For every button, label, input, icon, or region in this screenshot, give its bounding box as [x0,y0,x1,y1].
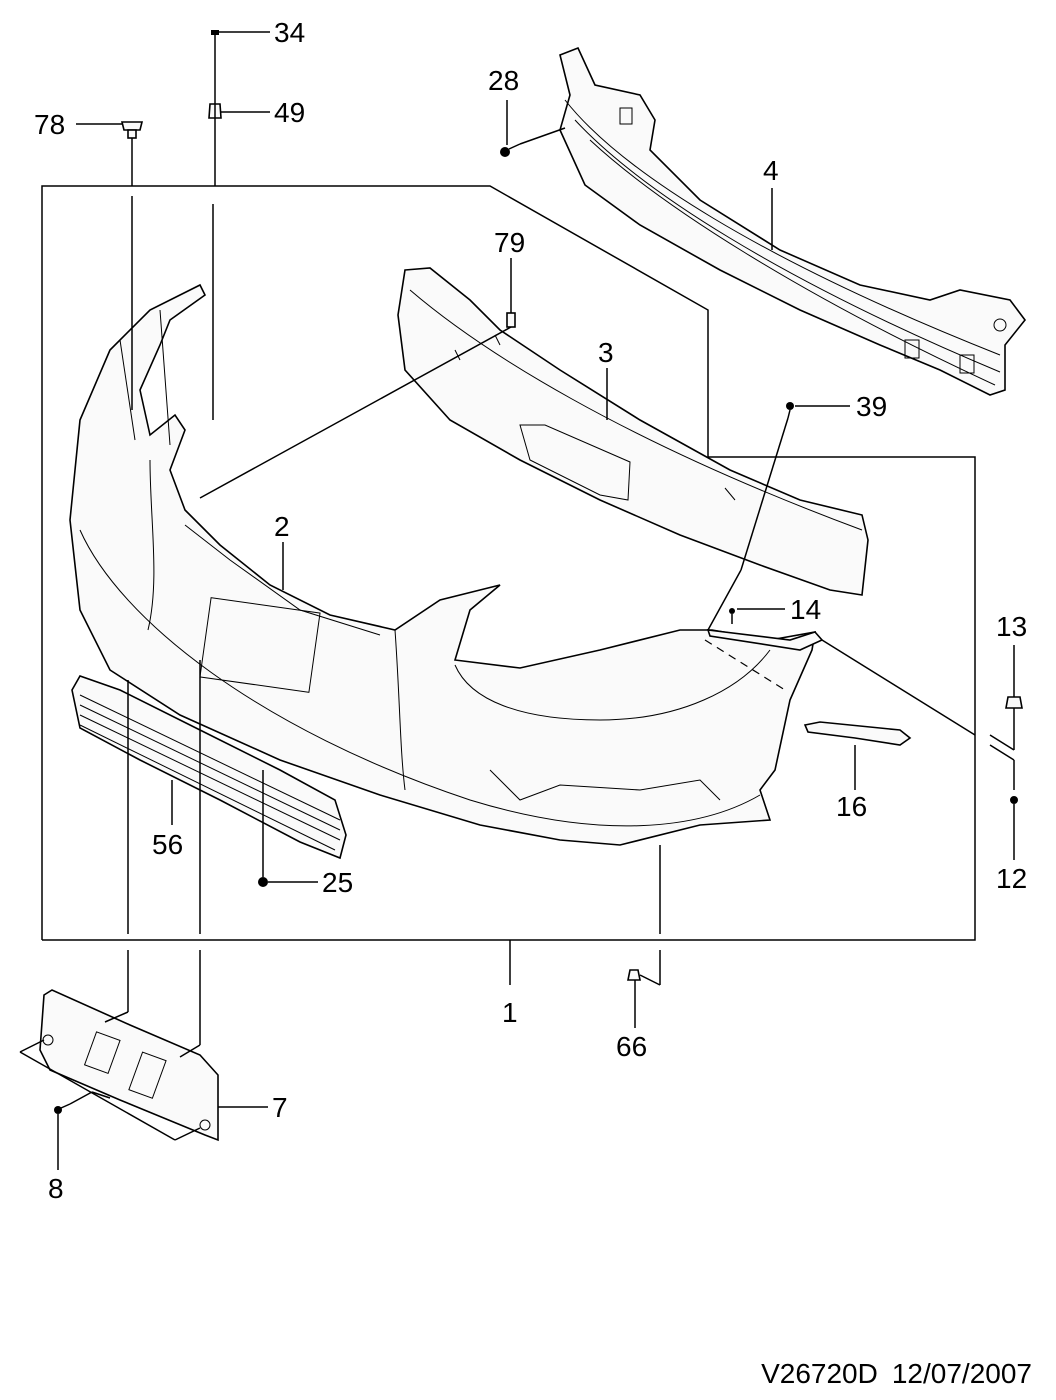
callout-28: 28 [488,65,519,96]
callout-labels: 34 49 78 28 4 79 3 39 2 14 13 16 56 25 1… [34,17,1027,1204]
drawing-id: V26720D [761,1358,878,1389]
assembly-frame [41,185,976,941]
fastener-34-icon[interactable] [211,30,219,48]
callout-39: 39 [856,391,887,422]
callout-25: 25 [322,867,353,898]
callout-2: 2 [274,511,290,542]
part-3-energy-absorber[interactable] [397,267,869,596]
callout-leaders [57,31,1015,1170]
callout-66: 66 [616,1031,647,1062]
callout-16: 16 [836,791,867,822]
callout-7: 7 [272,1092,288,1123]
callout-4: 4 [763,155,779,186]
leader-lines [19,48,1015,1141]
fastener-78-icon[interactable] [120,121,144,139]
callout-34: 34 [274,17,305,48]
fastener-28-icon[interactable] [500,143,521,157]
callout-1: 1 [502,997,518,1028]
part-2-bumper-fascia[interactable] [69,283,816,846]
callout-12: 12 [996,863,1027,894]
callout-14: 14 [790,594,821,625]
fastener-8-icon[interactable] [54,1103,71,1114]
callout-56: 56 [152,829,183,860]
part-7-license-bracket[interactable] [39,989,219,1142]
callout-8: 8 [48,1173,64,1204]
callout-13: 13 [996,611,1027,642]
drawing-footer: V26720D 12/07/2007 [747,1358,1032,1390]
callout-78: 78 [34,109,65,140]
fastener-13-icon[interactable] [1005,696,1023,709]
callout-49: 49 [274,97,305,128]
drawing-date: 12/07/2007 [891,1358,1032,1389]
callout-3: 3 [598,337,614,368]
fastener-39-icon[interactable] [786,402,794,419]
part-16-bracket[interactable] [803,721,912,746]
fastener-79-icon[interactable] [506,312,516,328]
fastener-14-icon[interactable] [729,608,735,624]
callout-79: 79 [494,227,525,258]
fastener-25-icon[interactable] [258,877,268,887]
fastener-66-icon[interactable] [627,969,641,981]
part-4-reinforcement-beam[interactable] [559,46,1027,396]
part-56-lower-grille[interactable] [71,675,347,860]
fastener-12-icon[interactable] [1010,796,1018,812]
